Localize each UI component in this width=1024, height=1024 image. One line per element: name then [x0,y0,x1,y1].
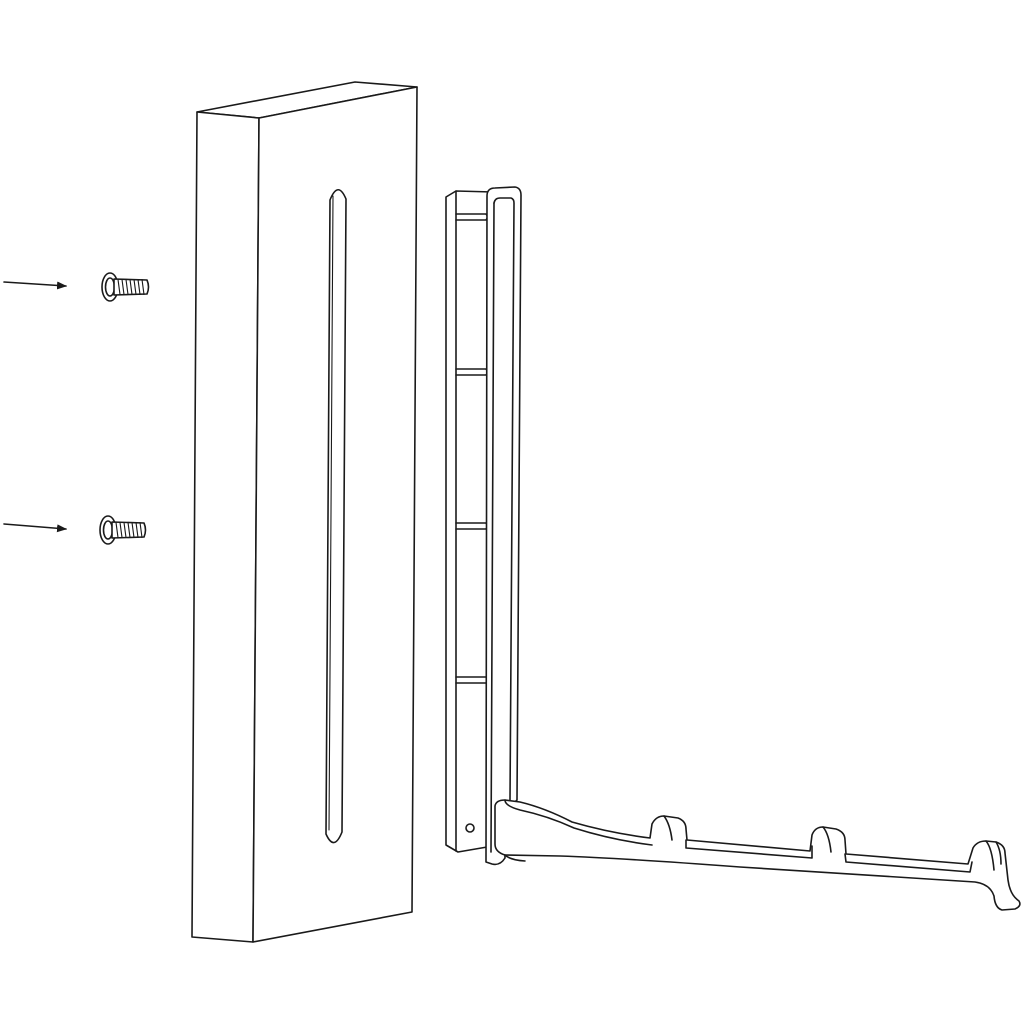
bracket-cradle [663,815,673,841]
arrow-top [3,281,67,290]
screw-top [101,272,150,302]
bracket-screw-hole [465,823,475,833]
bracket-cradle [822,826,832,853]
screw-thread [117,278,145,296]
bracket-arm [494,799,1021,911]
arrow-bottom [3,523,67,533]
wood-board [191,81,418,943]
board-side-face [191,111,260,943]
screw-thread [115,521,143,539]
board-front-face [252,86,418,943]
screw-bottom [99,515,147,545]
bracket-cradle [985,840,1002,871]
mounting-bracket [445,186,1021,911]
board-slot [325,188,347,844]
